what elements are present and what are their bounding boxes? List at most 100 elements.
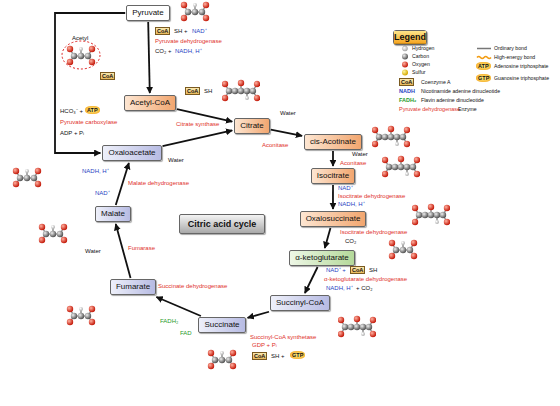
cofactor-label: Water	[352, 151, 368, 158]
oxaloacetate-molecule	[13, 168, 41, 187]
cofactor-label: Water	[280, 110, 296, 117]
isocitrate-molecule	[382, 156, 420, 177]
cofactor-label: Water	[168, 157, 184, 164]
cofactor-label: GDP + Pᵢ	[252, 342, 277, 349]
legend-entry: Guanosine triphosphate	[494, 75, 549, 82]
node-label: Oxaloacetate	[108, 148, 155, 158]
node-label: Pyruvate	[132, 8, 164, 18]
cycle-title-box: Citric acid cycle	[179, 214, 266, 234]
energy-tag: ATP	[476, 62, 491, 70]
node-label: Citrate	[240, 121, 264, 131]
metabolite-box: cis-Acotinate	[304, 134, 362, 150]
reaction-arrow	[177, 109, 232, 121]
metabolite-box: Acetyl-CoA	[124, 95, 176, 111]
legend-box: Legend	[393, 30, 427, 45]
node-label: cis-Acotinate	[310, 137, 356, 147]
enzyme-label: Isocitrate dehydrogenase	[340, 229, 407, 236]
legend-text: Sulfur	[412, 69, 426, 75]
enzyme-label: Fumarase	[128, 245, 155, 252]
acetyl-molecule	[67, 46, 95, 65]
ketoglutarate-molecule	[389, 240, 417, 259]
cofactor-label: HCO₃⁻ +	[60, 108, 83, 115]
legend-text: Enzyme	[458, 106, 477, 112]
enzyme-label: Aconitase	[262, 142, 288, 149]
cofactor-label: CO₂	[345, 238, 356, 245]
cofactor-label: NAD⁺ +	[326, 267, 346, 274]
fumarate-molecule	[67, 306, 95, 325]
legend-entry: Coenzyme A	[421, 79, 450, 86]
enzyme-label: Succinyl-CoA synthetase	[250, 334, 316, 341]
legend-text: Flavin adenine dinucleotide	[421, 97, 484, 103]
legend-entry: Flavin adenine dinucleotide	[421, 97, 484, 104]
acetyl-ring	[62, 41, 100, 69]
succinate-molecule	[208, 350, 236, 369]
cofactor-label: Water	[85, 248, 101, 255]
reaction-arrow	[332, 185, 334, 209]
malate-molecule	[39, 224, 67, 243]
node-label: Acetyl-CoA	[130, 98, 170, 108]
cofactor-label: NADH, H⁺	[175, 48, 202, 55]
cofactor-label: ADP + Pᵢ	[60, 130, 84, 137]
legend-entry: Hydrogen	[412, 45, 435, 52]
reaction-arrow	[305, 267, 318, 293]
pyruvate-molecule	[181, 2, 209, 21]
legend-text: Carbon	[412, 53, 429, 59]
legend-text: Coenzyme A	[421, 79, 450, 85]
node-label: Isocitrate	[317, 171, 349, 181]
legend-text: Oxygen	[412, 61, 430, 67]
metabolite-box: Succinyl-CoA	[270, 295, 330, 311]
reaction-arrow	[325, 228, 331, 248]
enzyme-label: Citrate synthase	[176, 121, 219, 128]
metabolite-box: α-ketoglutarate	[289, 250, 355, 266]
legend-entry: Nicotinamide adenine dinucleotide	[421, 88, 500, 95]
legend-text: High-energy bond	[494, 54, 535, 60]
enzyme-label: Pyruvate carboxylase	[60, 119, 117, 126]
node-label: α-ketoglutarate	[295, 253, 349, 263]
metabolite-box: Fumarate	[110, 279, 156, 295]
cofactor-label: NADH, H⁺	[338, 201, 365, 208]
legend-entry: Oxygen	[412, 61, 430, 68]
cofactor-label: SH	[204, 88, 212, 95]
cofactor-label: Pyruvate dehydrogenase	[399, 106, 460, 113]
cofactor-label: NADH, H⁺	[82, 168, 109, 175]
cofactor-label: FADH₂	[399, 97, 416, 104]
enzyme-label: Succinate dehydrogenase	[158, 283, 227, 290]
legend-text: Hydrogen	[412, 45, 435, 51]
legend-entry: Adenosine triphosphate	[494, 63, 549, 70]
succinyl-molecule	[338, 316, 376, 337]
energy-tag: ATP	[85, 106, 100, 114]
coenzyme-tag: CoA	[100, 72, 115, 80]
node-label: Citric acid cycle	[188, 219, 257, 229]
legend-entry: Sulfur	[412, 69, 426, 76]
metabolite-box: Malate	[95, 206, 131, 222]
metabolite-box: Oxaloacetate	[102, 145, 161, 161]
reaction-arrow	[271, 130, 302, 136]
legend-samples	[402, 46, 491, 76]
reaction-arrow	[156, 297, 201, 316]
reaction-arrow	[163, 130, 233, 146]
reaction-arrow	[116, 163, 129, 205]
cofactor-label: SH +	[174, 28, 188, 35]
oxalosuccinate-molecule	[412, 204, 450, 225]
legend-text: Nicotinamide adenine dinucleotide	[421, 88, 500, 94]
cofactor-label: Acetyl	[72, 35, 88, 42]
reaction-arrow	[55, 13, 125, 153]
node-label: Succinate	[204, 320, 239, 330]
enzyme-label: Pyruvate dehydrogenase	[155, 38, 222, 45]
node-label: Fumarate	[116, 282, 150, 292]
coenzyme-tag: CoA	[399, 78, 414, 86]
cofactor-label: NAD⁺	[95, 190, 110, 197]
cofactor-label: NAD⁺	[338, 185, 353, 192]
legend-entry: Enzyme	[458, 106, 477, 113]
aconitate-molecule	[372, 126, 410, 147]
metabolite-box: Citrate	[234, 118, 270, 134]
cofactor-label: NADH	[399, 88, 415, 95]
cofactor-label: + CO₂	[356, 285, 373, 292]
metabolite-box: Isocitrate	[311, 168, 355, 184]
cofactor-label: FADH₂	[160, 318, 178, 325]
enzyme-label: Malate dehydrogenase	[128, 180, 189, 187]
cofactor-label: FAD	[180, 330, 192, 337]
legend-entry: Ordinary bond	[494, 45, 527, 52]
